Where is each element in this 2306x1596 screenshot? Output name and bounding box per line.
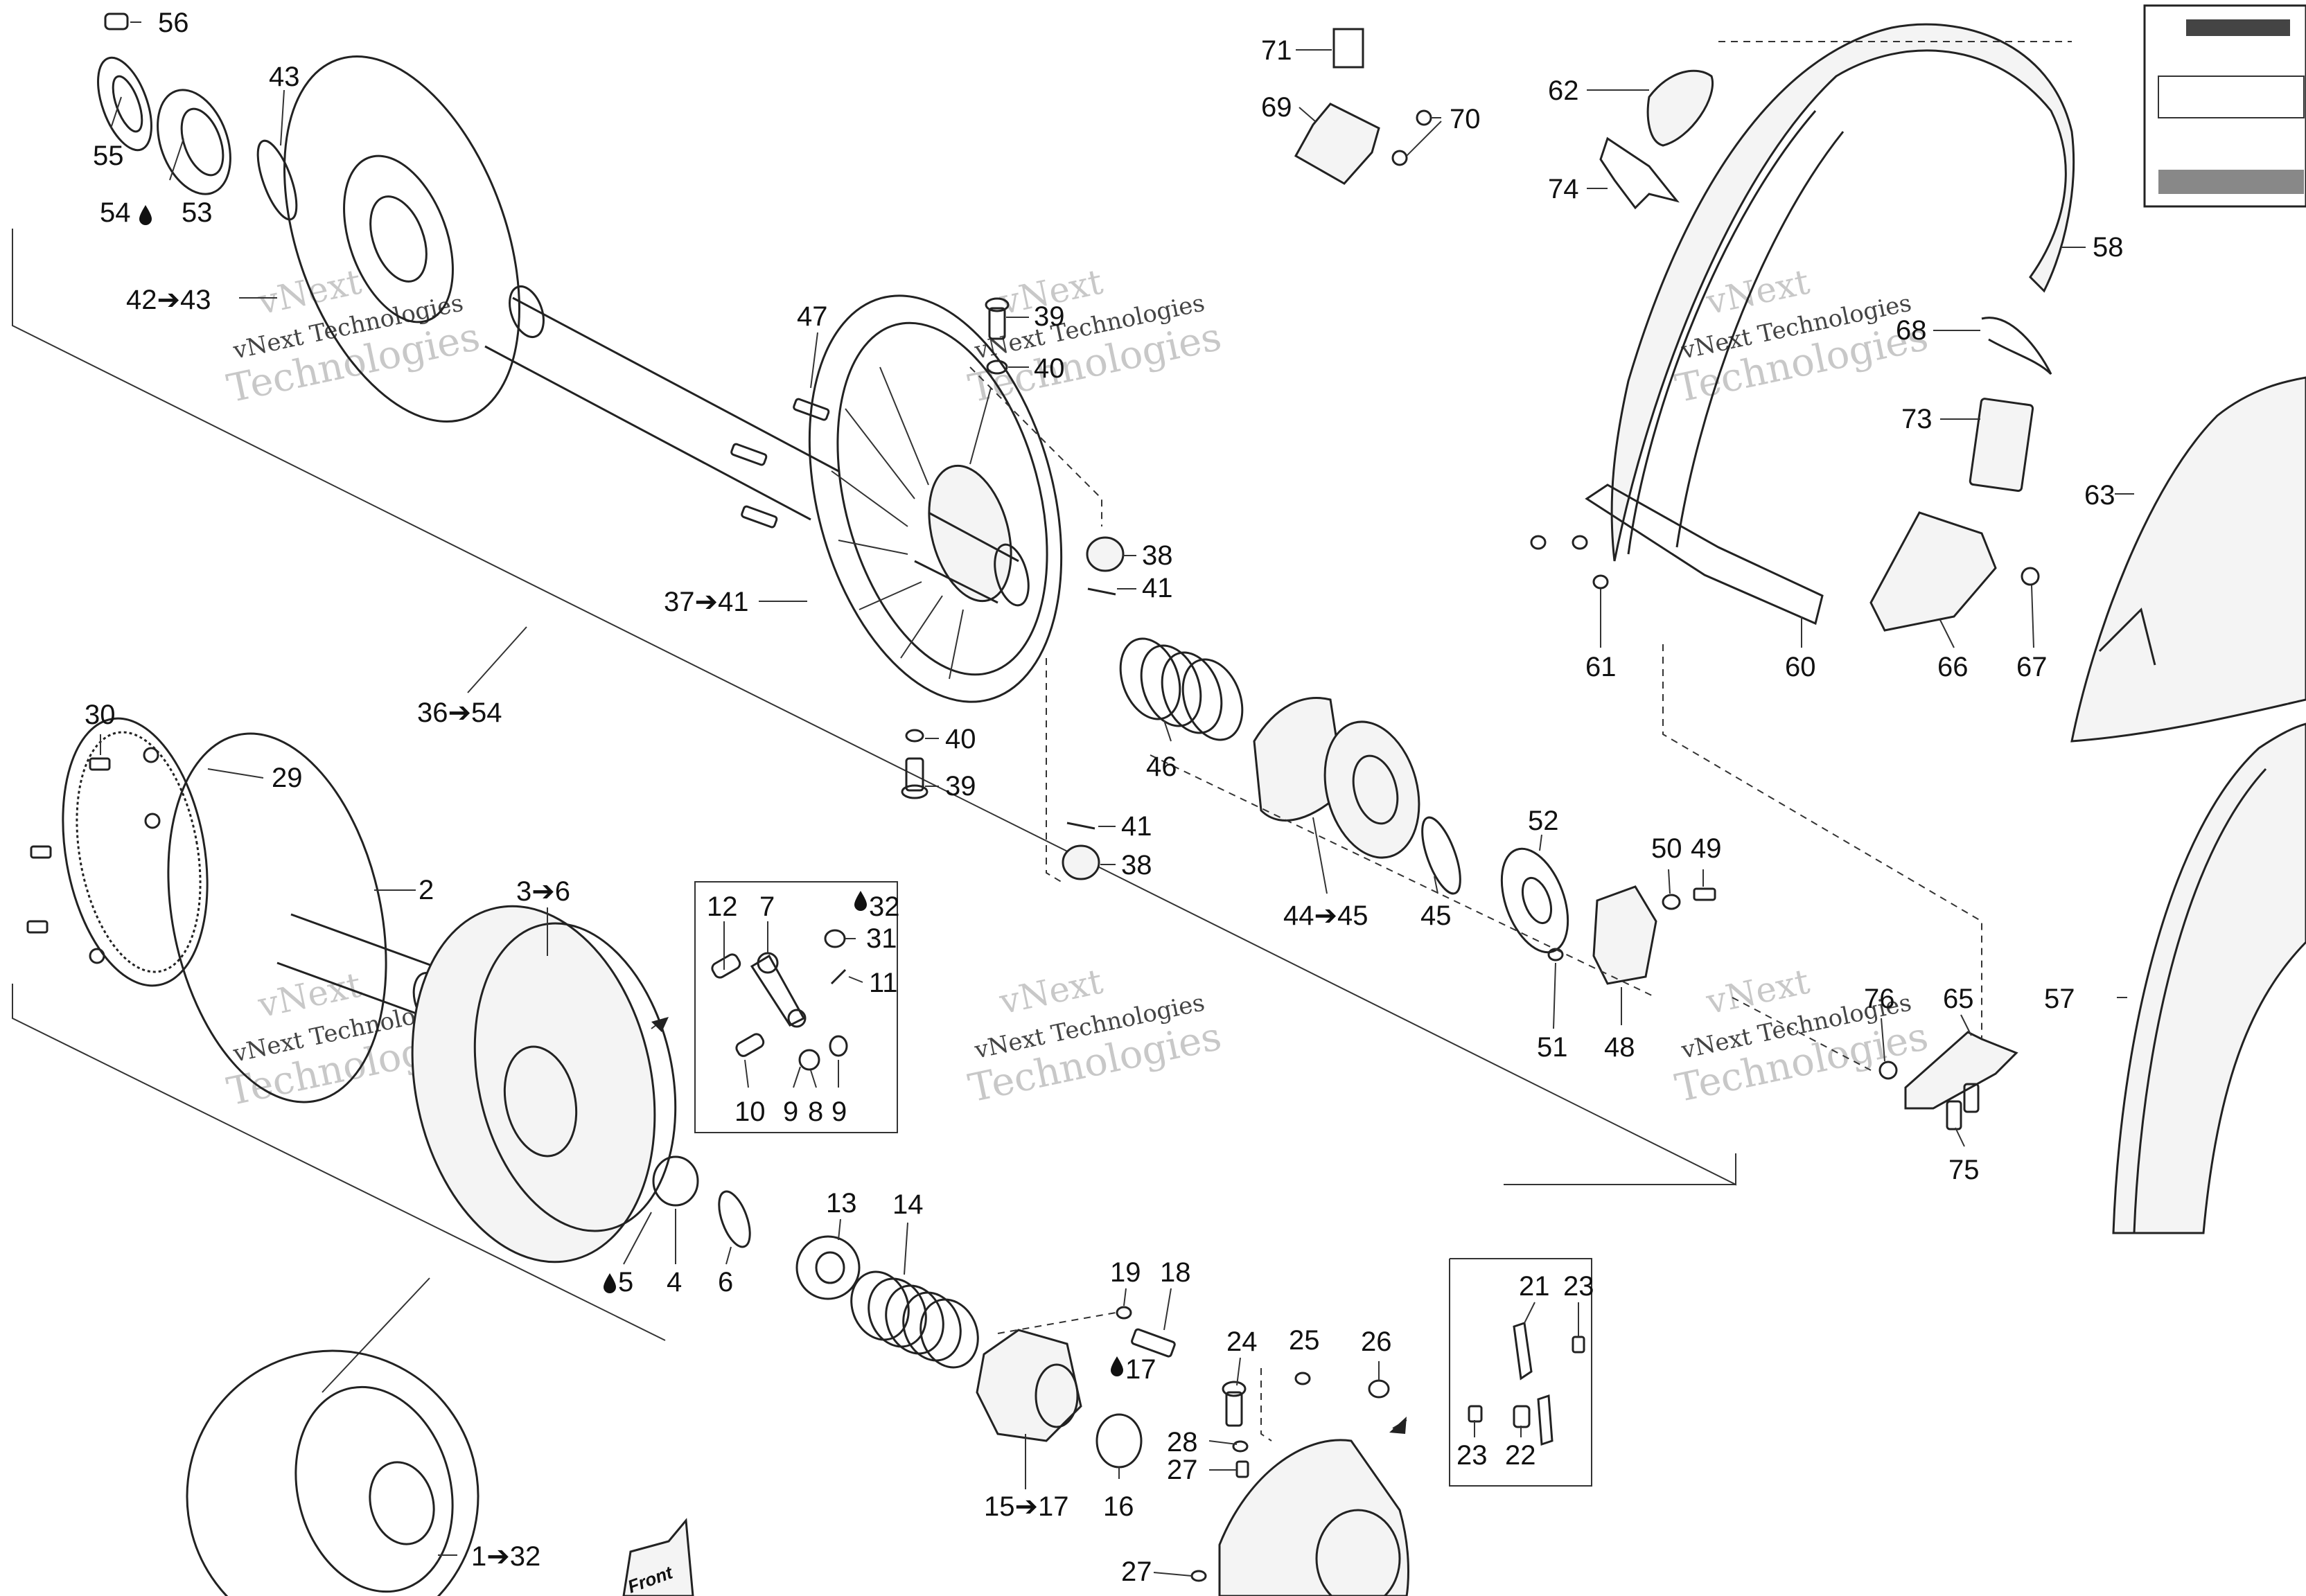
callout: 23 bbox=[1456, 1440, 1488, 1471]
callout: 44➔45 bbox=[1283, 901, 1368, 931]
callout: 75 bbox=[1948, 1155, 1980, 1185]
guard-assembly bbox=[1294, 4, 2306, 1234]
callout: 24 bbox=[1226, 1327, 1258, 1357]
callout: 14 bbox=[892, 1189, 924, 1220]
callout: 43 bbox=[269, 62, 300, 92]
oil-drop-icon bbox=[854, 891, 867, 911]
callout: 68 bbox=[1896, 315, 1927, 346]
callout: 27 bbox=[1167, 1455, 1198, 1485]
callout: 76 bbox=[1864, 984, 1895, 1014]
callout: 13 bbox=[826, 1188, 857, 1218]
callout: 40 bbox=[945, 724, 976, 754]
callout: 70 bbox=[1450, 104, 1481, 134]
callout: 66 bbox=[1937, 652, 1969, 682]
callout: 2 bbox=[419, 875, 434, 905]
callout: 58 bbox=[2093, 232, 2124, 263]
callout: 23 bbox=[1563, 1271, 1594, 1302]
callout: 7 bbox=[759, 892, 775, 922]
drive-pulley-assembly: Front bbox=[26, 717, 1592, 1596]
callout: 9 bbox=[783, 1097, 798, 1127]
callout: 22 bbox=[1505, 1440, 1536, 1471]
callout: 38 bbox=[1121, 850, 1152, 880]
oil-drop-icon bbox=[1111, 1356, 1123, 1376]
callout: 5 bbox=[618, 1267, 633, 1297]
callout: 62 bbox=[1548, 76, 1579, 106]
driven-pulley-assembly bbox=[97, 12, 1716, 998]
callout: 39 bbox=[1034, 301, 1065, 332]
callout: 48 bbox=[1604, 1032, 1635, 1063]
callout: 27 bbox=[1121, 1557, 1152, 1587]
callout: 38 bbox=[1142, 540, 1173, 571]
callout: 16 bbox=[1103, 1491, 1134, 1522]
callout: 39 bbox=[945, 771, 976, 801]
callout: 41 bbox=[1142, 573, 1173, 603]
callout: 37➔41 bbox=[664, 587, 749, 617]
callout: 6 bbox=[718, 1267, 733, 1297]
callout: 53 bbox=[182, 197, 213, 228]
callout: 10 bbox=[734, 1097, 766, 1127]
callout: 73 bbox=[1901, 404, 1933, 434]
callout: 67 bbox=[2016, 652, 2048, 682]
oil-drop-icon bbox=[604, 1273, 616, 1293]
callout: 30 bbox=[85, 700, 116, 730]
callout: 57 bbox=[2044, 984, 2075, 1014]
callout: 51 bbox=[1537, 1032, 1568, 1063]
oil-drop-icon bbox=[139, 205, 152, 225]
callout: 21 bbox=[1519, 1271, 1550, 1302]
callout: 15➔17 bbox=[984, 1491, 1069, 1522]
callout-labels: 56 55 54 53 43 42➔43 47 39 40 38 41 37➔4… bbox=[85, 8, 2124, 1587]
callout: 74 bbox=[1548, 174, 1579, 204]
callout: 42➔43 bbox=[126, 285, 211, 315]
callout: 50 bbox=[1651, 833, 1682, 864]
callout: 56 bbox=[158, 8, 189, 38]
callout: 54 bbox=[100, 197, 131, 228]
callout: 55 bbox=[93, 141, 124, 171]
callout: 11 bbox=[869, 968, 898, 998]
callout: 4 bbox=[667, 1267, 682, 1297]
callout: 9 bbox=[831, 1097, 847, 1127]
callout: 19 bbox=[1110, 1257, 1141, 1288]
callout: 45 bbox=[1420, 901, 1452, 931]
callout: 31 bbox=[866, 923, 897, 954]
callout: 29 bbox=[272, 763, 303, 793]
callout: 12 bbox=[707, 892, 738, 922]
callout: 32 bbox=[869, 892, 900, 922]
callout: 41 bbox=[1121, 811, 1152, 842]
callout: 71 bbox=[1261, 35, 1292, 66]
callout: 61 bbox=[1585, 652, 1617, 682]
callout: 40 bbox=[1034, 353, 1065, 384]
leaders bbox=[100, 21, 2134, 1577]
callout: 63 bbox=[2084, 480, 2115, 511]
callout: 8 bbox=[808, 1097, 823, 1127]
callout: 47 bbox=[797, 301, 828, 332]
callout: 60 bbox=[1785, 652, 1816, 682]
callout: 26 bbox=[1361, 1327, 1392, 1357]
callout: 18 bbox=[1160, 1257, 1191, 1288]
callout: 65 bbox=[1943, 984, 1974, 1014]
callout: 52 bbox=[1528, 806, 1559, 836]
callout: 17 bbox=[1125, 1354, 1156, 1385]
callout: 36➔54 bbox=[417, 698, 502, 728]
callout: 49 bbox=[1691, 833, 1722, 864]
callout: 69 bbox=[1261, 92, 1292, 123]
callout: 25 bbox=[1289, 1325, 1320, 1356]
callout: 3➔6 bbox=[516, 876, 570, 907]
callout: 46 bbox=[1146, 752, 1177, 782]
callout: 28 bbox=[1167, 1427, 1198, 1457]
group-brackets bbox=[12, 229, 1736, 1393]
callout: 1➔32 bbox=[471, 1541, 540, 1572]
